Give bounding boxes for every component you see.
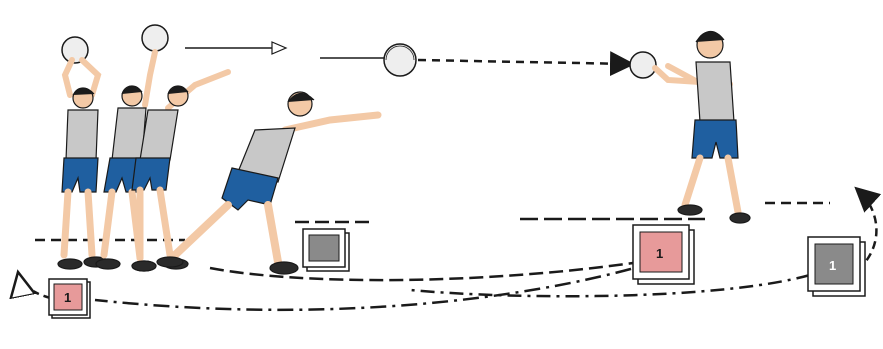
marker-2 — [303, 229, 349, 271]
marker-4-number: 1 — [829, 258, 836, 273]
marker-1-number: 1 — [64, 290, 71, 305]
marker-3-number: 1 — [656, 246, 663, 261]
marker-4: 1 — [808, 237, 865, 296]
marker-3: 1 — [633, 225, 694, 284]
receiver-player — [655, 31, 750, 223]
marker-1: 1 — [49, 279, 90, 318]
direction-arrow-icon — [185, 42, 286, 54]
player-1 — [58, 60, 108, 269]
pass-path — [418, 60, 630, 64]
